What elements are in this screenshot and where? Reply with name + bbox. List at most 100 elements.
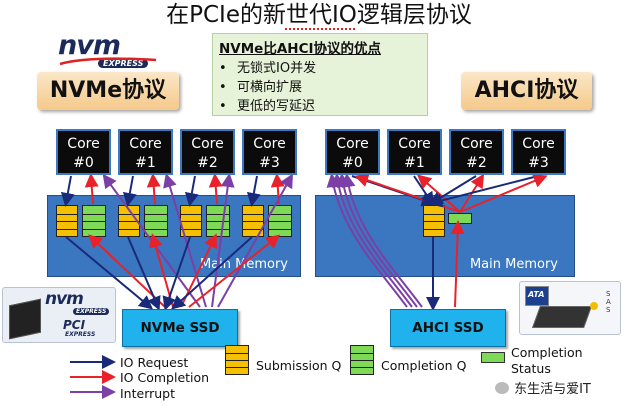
io-request-arrow: [65, 236, 154, 310]
express-logo-text: EXPRESS: [98, 59, 149, 68]
queue-slot-divider: [351, 353, 373, 354]
core-label: Core #2: [460, 136, 493, 171]
legend-io-request: IO Request: [120, 355, 189, 370]
nvme-core-3: Core #3: [242, 129, 297, 175]
nvme-ssd: NVMe SSD: [122, 309, 238, 347]
queue-slot-divider: [226, 367, 248, 368]
legend-interrupt: Interrupt: [120, 386, 176, 401]
queue-slot-divider: [145, 213, 167, 215]
ssd-drive-image: [9, 298, 41, 340]
ahci-core-0: Core #0: [325, 129, 380, 175]
queue-slot-divider: [57, 221, 77, 222]
queue-slot-divider: [119, 221, 139, 222]
queue-slot-divider: [181, 213, 201, 215]
io-request-arrow: [428, 175, 477, 206]
submission-queue: [118, 205, 140, 237]
queue-slot-divider: [243, 213, 263, 215]
queue-slot-divider: [145, 221, 167, 222]
io-completion-arrow: [208, 173, 223, 205]
ahci-ssd: AHCI SSD: [390, 309, 506, 347]
wechat-icon: [495, 381, 509, 394]
advantage-text: 无锁式IO并发: [237, 61, 317, 76]
queue-slot-divider: [226, 360, 248, 361]
queue-slot-divider: [226, 353, 248, 354]
advantages-title: NVMe比AHCI协议的优点: [219, 41, 382, 57]
completion-queue: [206, 205, 230, 237]
advantage-text: 可横向扩展: [237, 80, 303, 95]
queue-slot-divider: [424, 221, 444, 222]
nvm-logo-text: nvm: [58, 30, 121, 61]
completion-queue-swatch: [350, 345, 374, 375]
legend-io-completion: IO Completion: [120, 370, 210, 385]
watermark: 东生活与爱IT: [492, 376, 594, 398]
queue-slot-divider: [424, 228, 444, 230]
advantage-item: •无锁式IO并发: [219, 61, 317, 76]
queue-slot-divider: [243, 228, 263, 230]
io-request-arrow: [171, 236, 253, 310]
queue-slot-divider: [207, 221, 229, 222]
io-request-arrow: [184, 175, 199, 207]
io-request-arrow: [246, 175, 261, 207]
io-completion-arrow: [450, 220, 465, 308]
ahci-core-3: Core #3: [511, 129, 566, 175]
queue-slot-divider: [119, 213, 139, 215]
legend-submission-q: Submission Q: [256, 358, 342, 373]
interrupt-arrow: [336, 173, 418, 308]
core-label: Core #3: [522, 136, 555, 171]
interrupt-arrow: [217, 173, 293, 308]
advantage-item: •更低的写延迟: [219, 99, 316, 114]
main-memory-label: Main Memory: [469, 257, 558, 272]
queue-slot-divider: [269, 213, 291, 215]
advantage-text: 更低的写延迟: [237, 99, 316, 114]
io-request-arrow: [122, 175, 137, 207]
nvme-core-0: Core #0: [56, 129, 111, 175]
io-request-arrow: [127, 236, 161, 311]
io-completion-arrow: [459, 173, 485, 213]
queue-slot-divider: [424, 213, 444, 215]
watermark-text: 东生活与爱IT: [514, 382, 591, 397]
ahci-protocol-label: AHCI协议: [461, 72, 592, 110]
queue-slot-divider: [83, 213, 105, 215]
core-label: Core #2: [191, 136, 224, 171]
express-logo-text: EXPRESS: [73, 308, 110, 315]
interrupt-arrow: [326, 173, 408, 308]
io-completion-arrow: [459, 174, 548, 213]
io-request-arrow: [162, 236, 191, 311]
interrupt-arrow: [341, 173, 423, 308]
queue-slot-divider: [243, 221, 263, 222]
queue-slot-divider: [57, 228, 77, 230]
ahci-core-1: Core #1: [387, 129, 442, 175]
legend-completion-q: Completion Q: [381, 358, 467, 373]
spellcheck-underline: [285, 26, 355, 30]
queue-slot-divider: [181, 228, 201, 230]
core-label: Core #0: [336, 136, 369, 171]
queue-slot-divider: [351, 367, 373, 368]
queue-slot-divider: [207, 228, 229, 230]
queue-slot-divider: [119, 228, 139, 230]
pci-logo-text: PCI: [63, 318, 86, 332]
nvm-logo-text: nvm: [45, 289, 84, 309]
queue-slot-divider: [351, 360, 373, 361]
page-title: 在PCIe的新世代IO逻辑层协议: [166, 2, 472, 28]
core-label: Core #3: [253, 136, 286, 171]
io-request-arrow: [428, 175, 539, 208]
legend-arrows: [70, 355, 116, 399]
sas-connector-icon: [590, 302, 598, 310]
pci-express-text: EXPRESS: [65, 331, 96, 338]
queue-slot-divider: [83, 228, 105, 230]
queue-slot-divider: [83, 221, 105, 222]
nvme-protocol-label: NVMe协议: [37, 72, 179, 110]
core-label: Core #1: [129, 136, 162, 171]
interrupt-arrow: [331, 173, 413, 308]
sata-logo-badge: ATA: [525, 286, 549, 306]
ahci-core-2: Core #2: [449, 129, 504, 175]
queue-slot-divider: [181, 221, 201, 222]
advantage-item: •可横向扩展: [219, 80, 303, 95]
sata-sas-drive-photo: ATA SAS: [519, 281, 621, 335]
hard-drive-image: [531, 306, 593, 328]
core-label: Core #0: [67, 136, 100, 171]
io-completion-arrow: [84, 173, 99, 205]
nvme-core-2: Core #2: [180, 129, 235, 175]
io-completion-arrow: [188, 234, 281, 308]
